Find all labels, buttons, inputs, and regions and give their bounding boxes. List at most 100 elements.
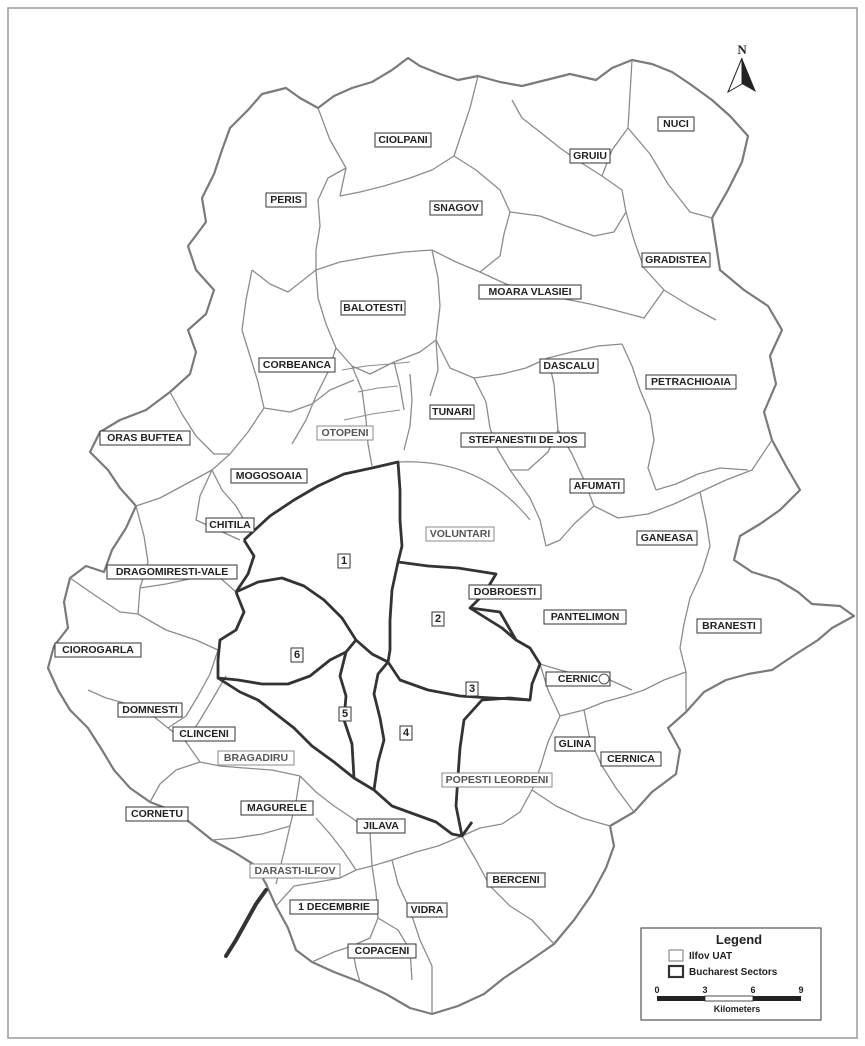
svg-text:6: 6 — [294, 649, 300, 661]
legend: Legend Ilfov UAT Bucharest Sectors 0 3 6… — [640, 927, 822, 1021]
svg-text:CLINCENI: CLINCENI — [179, 728, 229, 740]
uat-label-oras-buftea: ORAS BUFTEA — [99, 430, 191, 446]
svg-text:MAGURELE: MAGURELE — [247, 802, 307, 814]
svg-text:VIDRA: VIDRA — [411, 904, 444, 916]
uat-label-gradistea: GRADISTEA — [641, 252, 711, 268]
svg-text:STEFANESTII DE JOS: STEFANESTII DE JOS — [468, 434, 577, 446]
voluntari-arc — [397, 461, 531, 521]
svg-text:BRAGADIRU: BRAGADIRU — [224, 752, 288, 764]
scale-unit: Kilometers — [714, 1004, 761, 1014]
uat-label-moara-vlasiei: MOARA VLASIEI — [478, 284, 582, 300]
svg-text:CORNETU: CORNETU — [131, 808, 183, 820]
scale-tick-9: 9 — [798, 985, 803, 995]
svg-text:GANEASA: GANEASA — [641, 532, 694, 544]
uat-label-cernica-a: CERNIC — [545, 671, 611, 687]
uat-label-popesti-leordeni: POPESTI LEORDENI — [441, 772, 553, 788]
uat-label-glina: GLINA — [554, 736, 596, 752]
uat-label-clinceni: CLINCENI — [172, 726, 236, 742]
river-feature — [224, 888, 268, 958]
svg-text:BRANESTI: BRANESTI — [702, 620, 756, 632]
uat-label-stefanestii-de-jos: STEFANESTII DE JOS — [460, 432, 586, 448]
uat-label-copaceni: COPACENI — [347, 943, 417, 959]
uat-label-afumati: AFUMATI — [569, 478, 625, 494]
svg-text:PERIS: PERIS — [270, 194, 302, 206]
uat-label-nuci: NUCI — [657, 116, 695, 132]
svg-text:NUCI: NUCI — [663, 118, 689, 130]
svg-text:MOARA VLASIEI: MOARA VLASIEI — [488, 286, 571, 298]
svg-text:1: 1 — [341, 555, 347, 567]
svg-text:COPACENI: COPACENI — [355, 945, 410, 957]
svg-text:CIOROGARLA: CIOROGARLA — [62, 644, 134, 656]
svg-text:DASCALU: DASCALU — [543, 360, 594, 372]
legend-title: Legend — [716, 932, 762, 947]
svg-text:3: 3 — [469, 683, 475, 695]
uat-label-dragomiresti-vale: DRAGOMIRESTI-VALE — [106, 564, 238, 580]
svg-text:BALOTESTI: BALOTESTI — [343, 302, 403, 314]
svg-text:SNAGOV: SNAGOV — [433, 202, 479, 214]
uat-label-ciolpani: CIOLPANI — [374, 132, 432, 148]
uat-label-gruiu: GRUIU — [569, 148, 611, 164]
svg-text:AFUMATI: AFUMATI — [574, 480, 621, 492]
uat-label-cernica: CERNICA — [600, 751, 662, 767]
uat-label-jilava: JILAVA — [356, 818, 406, 834]
svg-text:2: 2 — [435, 613, 441, 625]
svg-text:DOMNESTI: DOMNESTI — [122, 704, 178, 716]
legend-swatch-uat — [668, 949, 684, 962]
uat-label-chitila: CHITILA — [205, 517, 255, 533]
uat-label-ciorogarla: CIOROGARLA — [54, 642, 142, 658]
uat-label-berceni: BERCENI — [486, 872, 546, 888]
sector-label-1: 1 — [337, 553, 351, 569]
uat-label-snagov: SNAGOV — [429, 200, 483, 216]
svg-text:1 DECEMBRIE: 1 DECEMBRIE — [298, 901, 370, 913]
svg-text:DOBROESTI: DOBROESTI — [474, 586, 537, 598]
svg-text:GRUIU: GRUIU — [573, 150, 607, 162]
svg-text:BERCENI: BERCENI — [492, 874, 539, 886]
svg-text:OTOPENI: OTOPENI — [321, 427, 368, 439]
uat-label-peris: PERIS — [265, 192, 307, 208]
uat-label-petrachioaia: PETRACHIOAIA — [645, 374, 737, 390]
uat-label-cornetu: CORNETU — [125, 806, 189, 822]
svg-text:VOLUNTARI: VOLUNTARI — [430, 528, 491, 540]
svg-text:PANTELIMON: PANTELIMON — [551, 611, 620, 623]
uat-label-1-decembrie: 1 DECEMBRIE — [289, 899, 379, 915]
uat-label-magurele: MAGURELE — [240, 800, 314, 816]
scale-tick-6: 6 — [750, 985, 755, 995]
uat-label-vidra: VIDRA — [406, 902, 448, 918]
otopeni-airport-lines — [341, 361, 411, 421]
svg-text:4: 4 — [403, 727, 410, 739]
sector-label-4: 4 — [399, 725, 413, 741]
uat-label-bragadiru: BRAGADIRU — [217, 750, 295, 766]
svg-text:DRAGOMIRESTI-VALE: DRAGOMIRESTI-VALE — [116, 566, 228, 578]
svg-text:POPESTI LEORDENI: POPESTI LEORDENI — [446, 774, 549, 786]
uat-label-domnesti: DOMNESTI — [117, 702, 183, 718]
scale-tick-0: 0 — [654, 985, 659, 995]
svg-text:MOGOSOAIA: MOGOSOAIA — [236, 470, 303, 482]
uat-label-dobroesti: DOBROESTI — [468, 584, 542, 600]
legend-item-sectors: Bucharest Sectors — [689, 967, 778, 978]
uat-label-balotesti: BALOTESTI — [340, 300, 406, 316]
svg-text:TUNARI: TUNARI — [432, 406, 472, 418]
svg-text:CERNICA: CERNICA — [607, 753, 655, 765]
svg-text:5: 5 — [342, 708, 348, 720]
sector-label-3: 3 — [465, 681, 479, 697]
sector-label-2: 2 — [431, 611, 445, 627]
legend-swatch-sectors — [667, 964, 685, 979]
uat-label-pantelimon: PANTELIMON — [543, 609, 627, 625]
cernica-a-suffix — [598, 673, 610, 685]
svg-text:GRADISTEA: GRADISTEA — [645, 254, 707, 266]
svg-text:ORAS BUFTEA: ORAS BUFTEA — [107, 432, 183, 444]
svg-text:GLINA: GLINA — [559, 738, 592, 750]
svg-text:PETRACHIOAIA: PETRACHIOAIA — [651, 376, 731, 388]
sector-label-6: 6 — [290, 647, 304, 663]
north-arrow-label: N — [737, 42, 747, 57]
svg-text:CIOLPANI: CIOLPANI — [378, 134, 427, 146]
uat-label-branesti: BRANESTI — [696, 618, 762, 634]
scale-tick-3: 3 — [702, 985, 707, 995]
legend-item-uat: Ilfov UAT — [689, 951, 732, 962]
bucharest-sectors — [216, 460, 542, 838]
svg-text:DARASTI-ILFOV: DARASTI-ILFOV — [254, 865, 335, 877]
uat-label-otopeni: OTOPENI — [316, 425, 374, 441]
sector-label-5: 5 — [338, 706, 352, 722]
svg-text:CERNIC: CERNIC — [558, 673, 599, 685]
